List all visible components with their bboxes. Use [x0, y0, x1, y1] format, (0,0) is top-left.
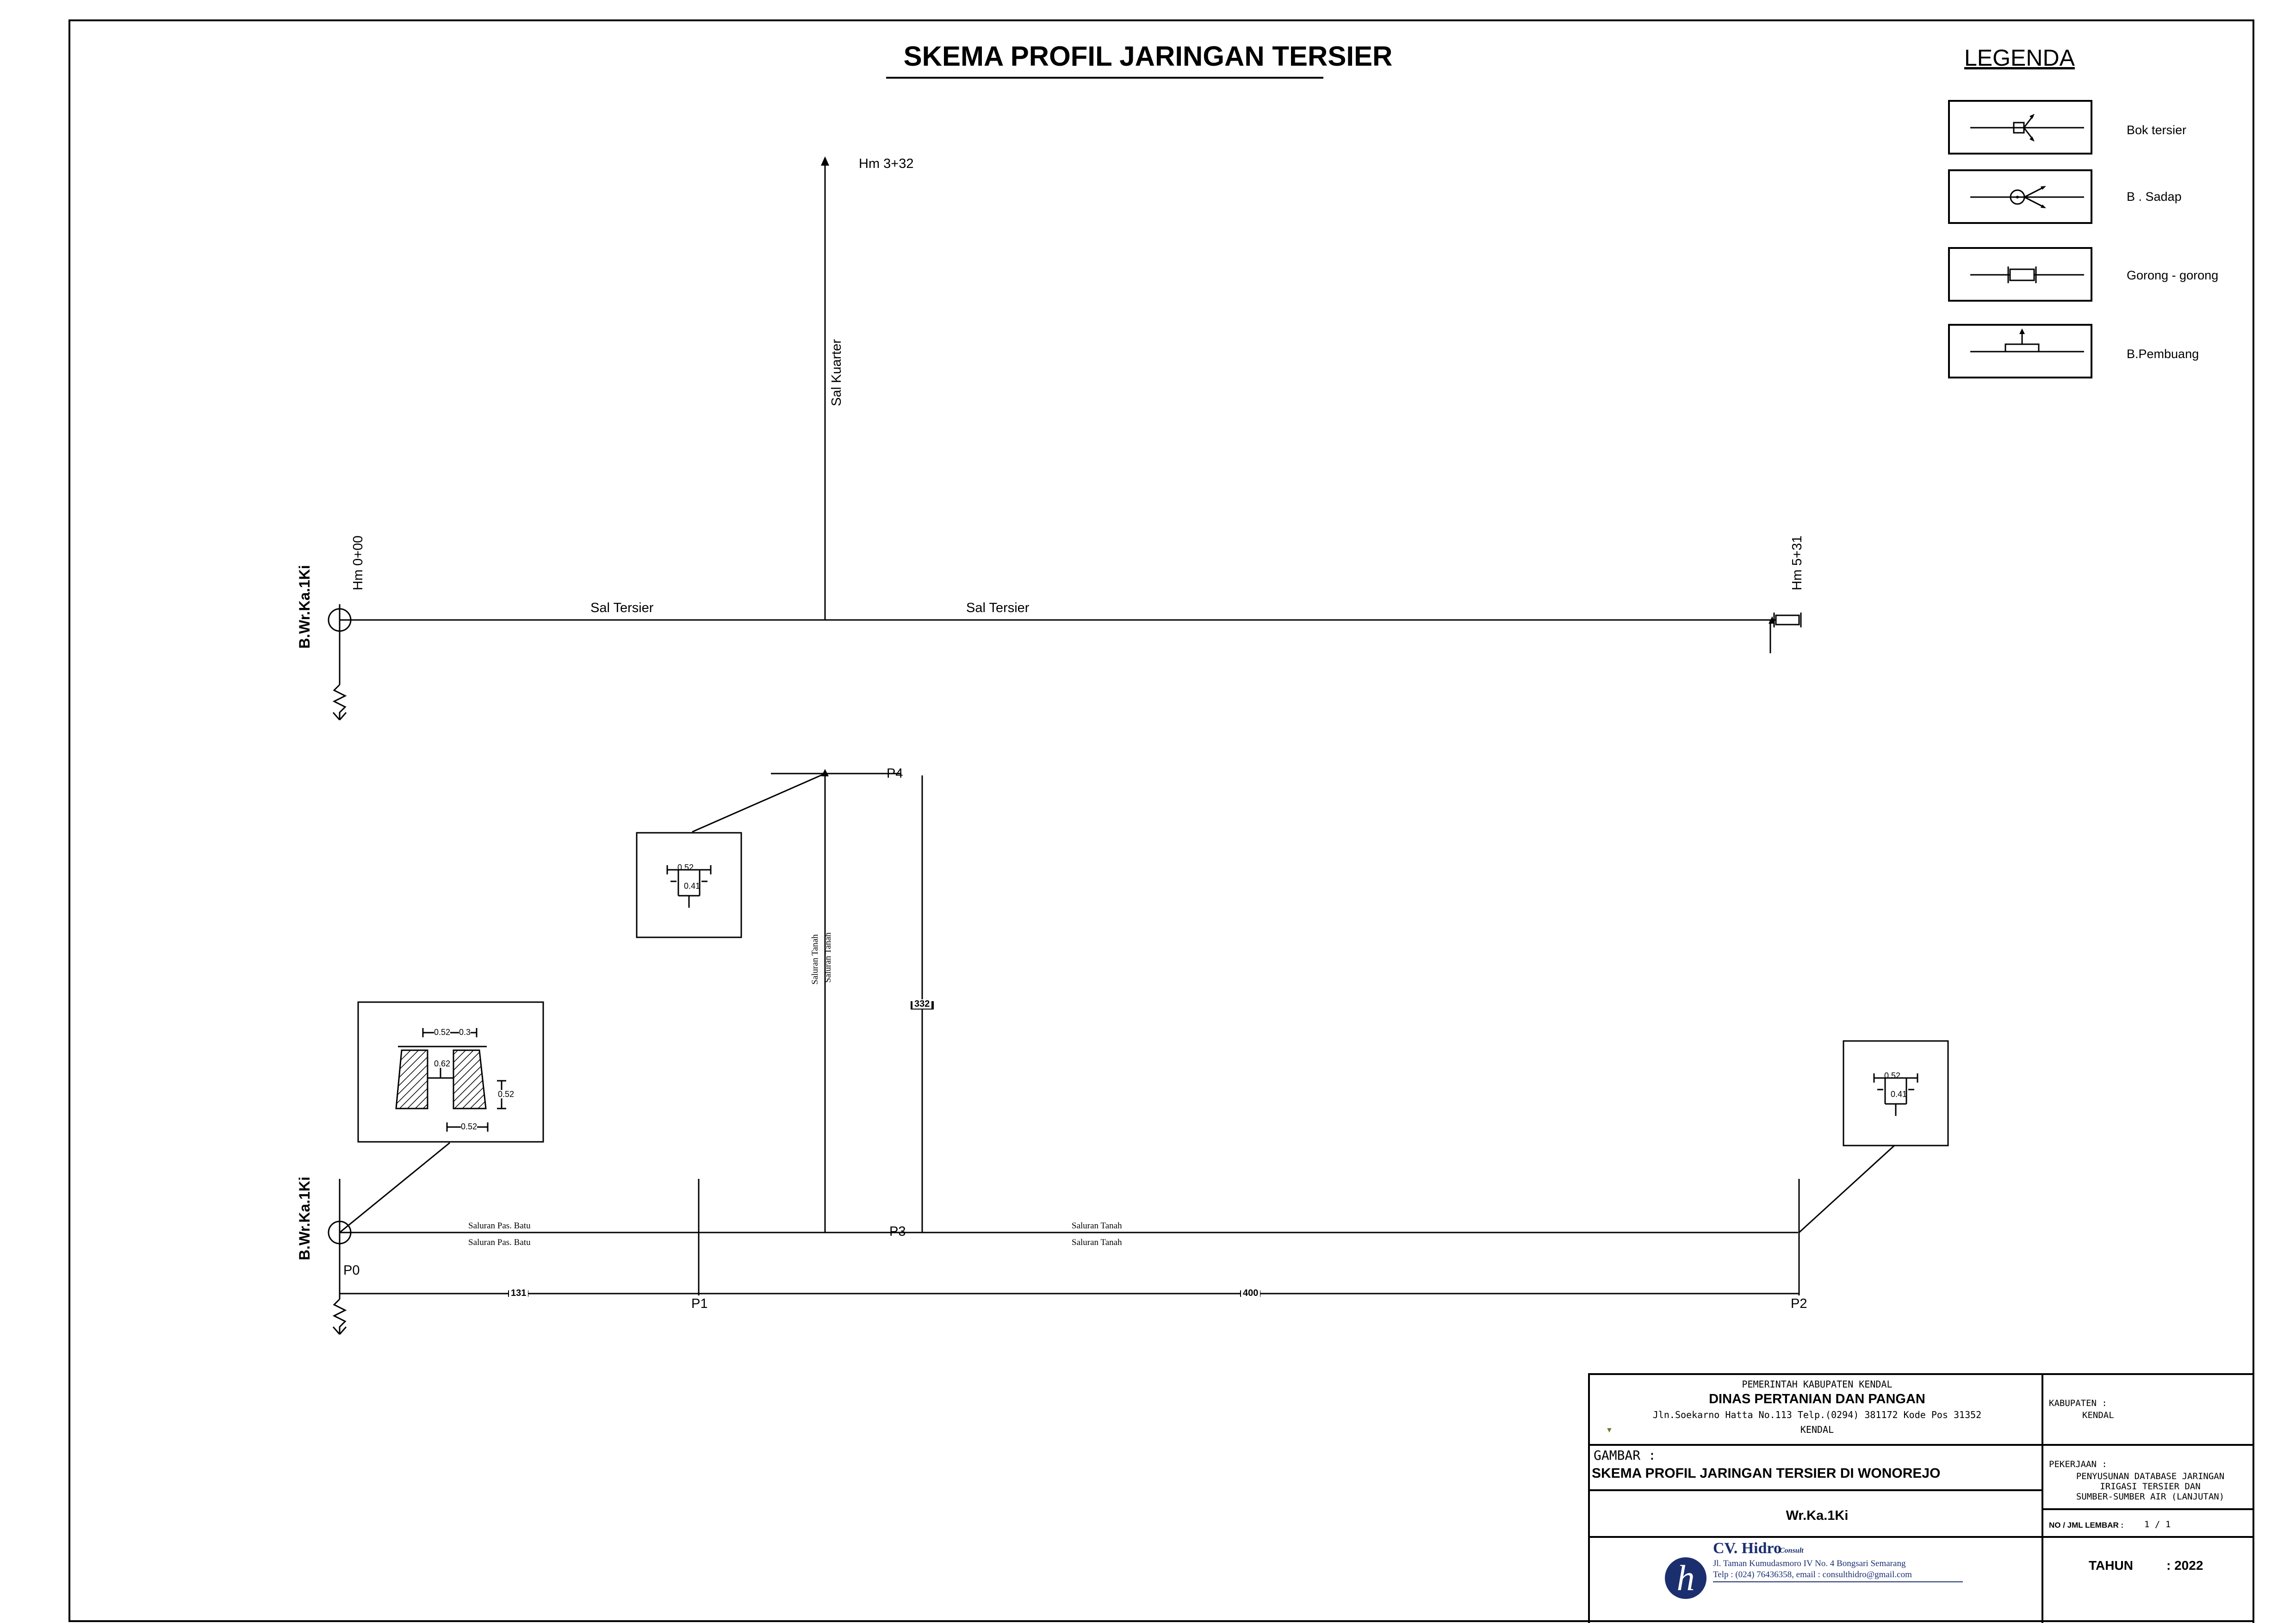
drawing-frame: [68, 19, 2254, 1622]
dim-label-131: 131: [509, 1288, 528, 1298]
legend-label-b-sadap: B . Sadap: [2127, 190, 2182, 204]
channel-section-large: [395, 1028, 506, 1132]
legend-box-b-sadap: [1948, 169, 2092, 224]
tb-code: Wr.Ka.1Ki: [1786, 1508, 1849, 1523]
tb-tahun-value: : 2022: [2166, 1558, 2203, 1573]
segment-label-pas-batu-top: Saluran Pas. Batu: [468, 1221, 531, 1231]
tb-dept: DINAS PERTANIAN DAN PANGAN: [1709, 1392, 1925, 1406]
company-name: CV. Hidro: [1713, 1540, 1782, 1557]
point-p3: P3: [889, 1224, 906, 1239]
tb-gambar-value: SKEMA PROFIL JARINGAN TERSIER DI WONOREJ…: [1592, 1466, 1941, 1481]
point-p0: P0: [343, 1263, 360, 1278]
tb-pekerjaan-3: SUMBER-SUMBER AIR (LANJUTAN): [2076, 1492, 2225, 1502]
segment-label-tanah-bottom: Saluran Tanah: [1072, 1238, 1122, 1247]
tb-pekerjaan-label: PEKERJAAN :: [2049, 1459, 2107, 1469]
section-large-height: 0.52: [498, 1090, 515, 1099]
segment-label-pas-batu-bottom: Saluran Pas. Batu: [468, 1238, 531, 1247]
section-large-bottom: 0.52: [461, 1122, 478, 1131]
section-box-right: [1843, 1040, 1949, 1146]
section-large-top-right: 0.3: [459, 1028, 471, 1037]
tb-lembar-label: NO / JML LEMBAR :: [2049, 1521, 2124, 1530]
pembuang-zigzag: [332, 1298, 347, 1334]
tb-kabupaten-value: KENDAL: [2082, 1410, 2114, 1420]
title-block-grid: [1588, 1373, 2254, 1623]
channel-section-small-top: [666, 865, 712, 908]
legend-box-gorong: [1948, 247, 2092, 302]
company-logo-icon: h: [1665, 1557, 1706, 1599]
station-branch-label: Hm 3+32: [859, 156, 914, 171]
point-p2: P2: [1791, 1296, 1807, 1311]
vertical-label-tanah-1: Saluran Tanah: [810, 934, 820, 985]
section-right-width: 0.52: [1884, 1071, 1901, 1080]
legend-title: LEGENDA: [1964, 45, 2075, 71]
arrow-up-icon: [821, 769, 829, 776]
tb-pekerjaan-1: PENYUSUNAN DATABASE JARINGAN: [2076, 1471, 2225, 1481]
drawing-title: SKEMA PROFIL JARINGAN TERSIER: [903, 41, 1393, 72]
vertical-label-tanah-2: Saluran Tanah: [823, 932, 833, 983]
b-pembuang-icon: [1970, 328, 2084, 353]
sal-kuarter-label: Sal Kuarter: [829, 339, 844, 406]
tb-city: KENDAL: [1800, 1424, 1834, 1435]
tb-lembar-value: 1 / 1: [2144, 1519, 2171, 1530]
station-start-label: Hm 0+00: [351, 535, 366, 590]
seal-icon: ▼: [1606, 1426, 1613, 1434]
sal-tersier-label-right: Sal Tersier: [966, 601, 1030, 615]
bok-tersier-icon: [1970, 114, 2084, 142]
section-top-depth: 0.41: [684, 881, 701, 891]
arrow-up-icon: [821, 156, 829, 166]
legend-label-bok-tersier: Bok tersier: [2127, 123, 2187, 137]
company-address: Jl. Taman Kumudasmoro IV No. 4 Bongsari …: [1713, 1559, 1906, 1568]
channel-section-small-right: [1873, 1073, 1918, 1116]
section-top-width: 0.52: [677, 863, 694, 872]
legend-label-gorong: Gorong - gorong: [2127, 268, 2219, 282]
company-underline: [1713, 1581, 1963, 1582]
point-p4: P4: [887, 766, 903, 781]
sal-tersier-label-left: Sal Tersier: [590, 601, 654, 615]
tb-address: Jln.Soekarno Hatta No.113 Telp.(0294) 38…: [1652, 1409, 1982, 1420]
tb-gambar-label: GAMBAR :: [1594, 1448, 1656, 1463]
node-label-upper: B.Wr.Ka.1Ki: [296, 565, 313, 649]
legend-box-bok-tersier: [1948, 100, 2092, 155]
title-underline: [886, 77, 1323, 79]
point-p1: P1: [691, 1296, 708, 1311]
tb-tahun-label: TAHUN: [2089, 1558, 2133, 1573]
section-large-depth: 0.62: [434, 1059, 451, 1068]
section-right-depth: 0.41: [1891, 1090, 1907, 1099]
b-sadap-icon: [1970, 186, 2084, 208]
gorong-gorong-icon: [1775, 614, 1800, 626]
legend-box-b-pembuang: [1948, 324, 2092, 378]
section-box-top: [636, 832, 742, 938]
legend-label-b-pembuang: B.Pembuang: [2127, 347, 2199, 361]
dim-label-332: 332: [912, 999, 932, 1009]
gorong-gorong-icon: [1970, 266, 2084, 283]
tb-pekerjaan-2: IRIGASI TERSIER DAN: [2100, 1481, 2201, 1492]
company-suffix: Consult: [1780, 1547, 1804, 1555]
section-box-large: [357, 1001, 544, 1143]
pembuang-zigzag: [332, 684, 347, 720]
dim-label-400: 400: [1241, 1288, 1260, 1298]
station-end-label: Hm 5+31: [1790, 535, 1805, 590]
section-large-top-left: 0.52: [434, 1028, 451, 1037]
tb-kabupaten-label: KABUPATEN :: [2049, 1398, 2107, 1408]
segment-label-tanah-top: Saluran Tanah: [1072, 1221, 1122, 1231]
node-label-lower: B.Wr.Ka.1Ki: [296, 1177, 313, 1260]
tb-gov: PEMERINTAH KABUPATEN KENDAL: [1742, 1379, 1893, 1390]
company-contact: Telp : (024) 76436358, email : consulthi…: [1713, 1570, 1912, 1580]
title-block: PEMERINTAH KABUPATEN KENDAL DINAS PERTAN…: [1588, 1373, 2254, 1623]
